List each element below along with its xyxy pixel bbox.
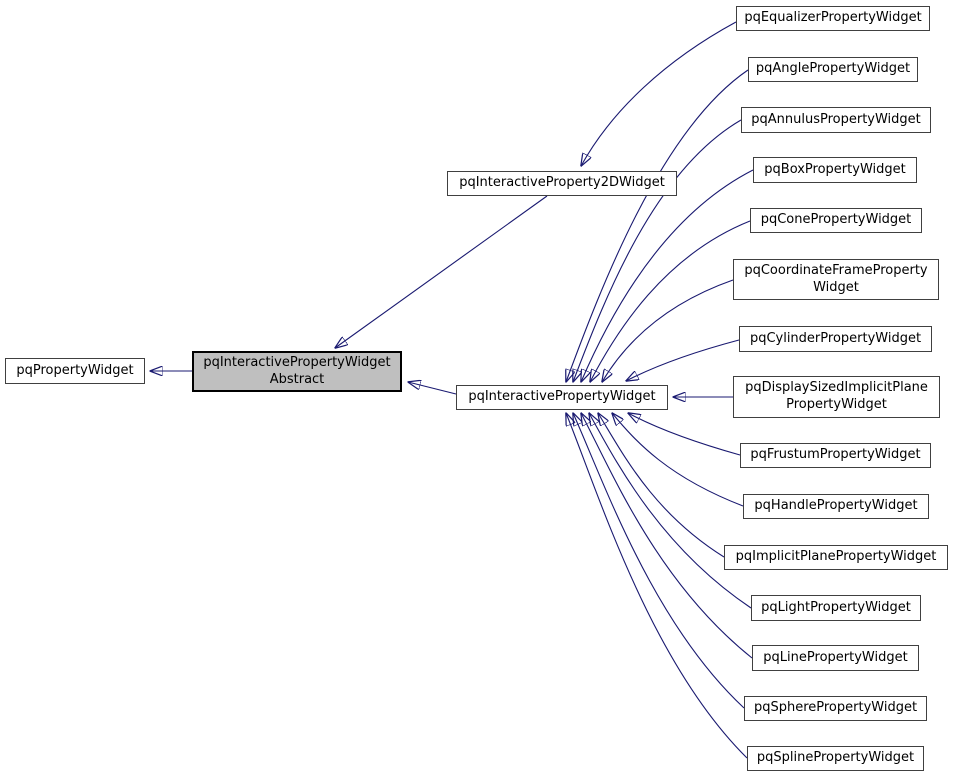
edge-2dwidget-to-abstract xyxy=(335,195,548,348)
node-pqdisplaysizedimplicitplanepropertywidget[interactable]: pqDisplaySizedImplicitPlane PropertyWidg… xyxy=(733,376,940,418)
edge-cone-to-interactivewidget xyxy=(590,220,751,382)
edge-angle-to-interactivewidget xyxy=(566,69,749,382)
node-pqcoordinateframepropertywidget[interactable]: pqCoordinateFrameProperty Widget xyxy=(733,259,939,300)
node-pqinteractivepropertywidgetabstract[interactable]: pqInteractivePropertyWidget Abstract xyxy=(192,351,402,392)
node-pqconepropertywidget[interactable]: pqConePropertyWidget xyxy=(750,208,922,233)
node-pqinteractiveproperty2dwidget[interactable]: pqInteractiveProperty2DWidget xyxy=(447,171,677,196)
node-pqsplinepropertywidget[interactable]: pqSplinePropertyWidget xyxy=(747,746,924,771)
node-pqimplicitplanepropertywidget[interactable]: pqImplicitPlanePropertyWidget xyxy=(724,545,948,570)
node-pqinteractivepropertywidget[interactable]: pqInteractivePropertyWidget xyxy=(456,385,668,410)
node-pqpropertywidget[interactable]: pqPropertyWidget xyxy=(5,358,145,384)
node-pqspherepropertywidget[interactable]: pqSpherePropertyWidget xyxy=(744,696,927,721)
node-pqhandlepropertywidget[interactable]: pqHandlePropertyWidget xyxy=(743,494,929,519)
edge-annulus-to-interactivewidget xyxy=(573,119,742,382)
node-pqanglepropertywidget[interactable]: pqAnglePropertyWidget xyxy=(748,57,918,82)
edge-coordinateframe-to-interactivewidget xyxy=(602,279,734,382)
edge-frustum-to-interactivewidget xyxy=(628,413,741,456)
edge-cylinder-to-interactivewidget xyxy=(626,339,740,381)
node-pqlightpropertywidget[interactable]: pqLightPropertyWidget xyxy=(751,595,921,621)
edge-light-to-interactivewidget xyxy=(589,413,752,609)
edge-interactivewidget-to-abstract xyxy=(408,382,457,395)
node-pqfrustumpropertywidget[interactable]: pqFrustumPropertyWidget xyxy=(740,443,931,468)
edge-box-to-interactivewidget xyxy=(581,169,754,382)
edge-handle-to-interactivewidget xyxy=(612,413,744,507)
node-pqlinepropertywidget[interactable]: pqLinePropertyWidget xyxy=(752,645,919,671)
edge-sphere-to-interactivewidget xyxy=(573,413,745,709)
edge-equalizer-to-2dwidget xyxy=(581,21,737,166)
node-pqequalizerpropertywidget[interactable]: pqEqualizerPropertyWidget xyxy=(736,6,930,31)
edge-line-to-interactivewidget xyxy=(581,413,753,659)
node-pqannuluspropertywidget[interactable]: pqAnnulusPropertyWidget xyxy=(741,107,931,133)
edge-spline-to-interactivewidget xyxy=(566,413,748,759)
node-pqboxpropertywidget[interactable]: pqBoxPropertyWidget xyxy=(753,157,917,183)
node-pqcylinderpropertywidget[interactable]: pqCylinderPropertyWidget xyxy=(739,326,932,352)
edge-implicitplane-to-interactivewidget xyxy=(598,413,725,558)
